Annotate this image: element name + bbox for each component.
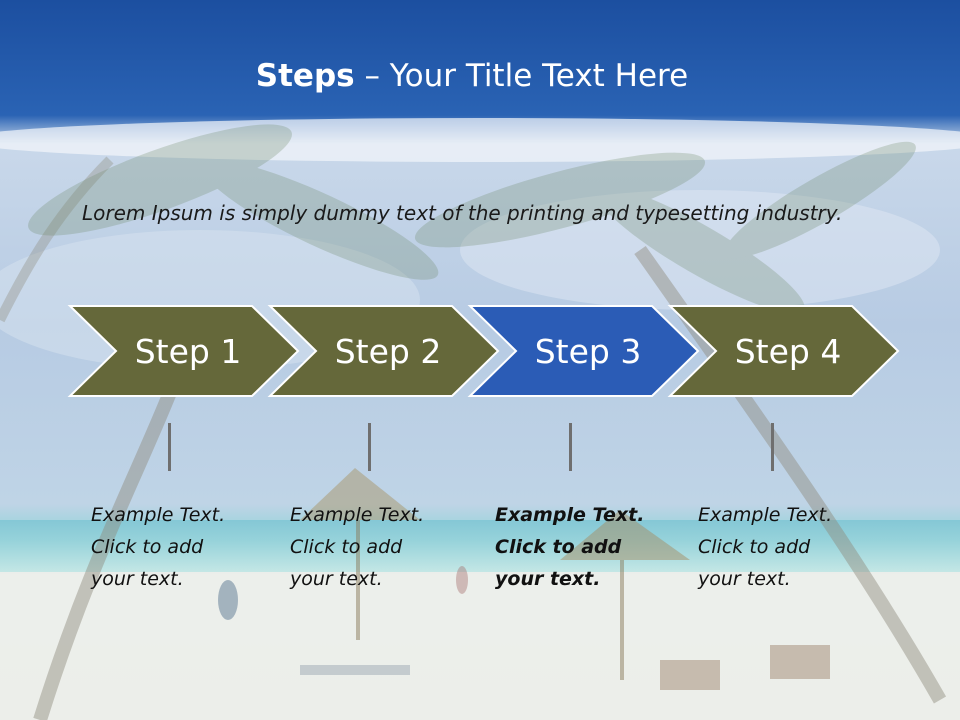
connector-line [368,423,371,471]
step-4-note[interactable]: Example Text. Click to add your text. [698,499,868,595]
step-3-label: Step 3 [535,332,642,371]
step-4-label: Step 4 [735,332,842,371]
note-line: Example Text. [495,504,645,526]
title-bold: Steps [255,58,355,94]
step-2-chevron[interactable] [267,305,500,397]
connector-line [771,423,774,471]
step-3-chevron[interactable] [467,305,700,397]
step-4[interactable]: Step 4 [667,305,900,397]
slide-title: Steps – Your Title Text Here [0,56,944,96]
step-4-chevron[interactable] [667,305,900,397]
note-line: Click to add [290,536,403,558]
step-1[interactable]: Step 1 [67,305,300,397]
note-line: Click to add [698,536,811,558]
connector-line [569,423,572,471]
step-2-note[interactable]: Example Text. Click to add your text. [290,499,460,595]
title-rest: – Your Title Text Here [354,58,689,94]
step-1-note[interactable]: Example Text. Click to add your text. [91,499,261,595]
step-2-label: Step 2 [335,332,442,371]
note-line: your text. [290,568,383,590]
intro-text[interactable]: Lorem Ipsum is simply dummy text of the … [82,201,843,225]
note-line: your text. [698,568,791,590]
note-line: Example Text. [698,504,833,526]
note-line: your text. [495,568,601,590]
note-line: Example Text. [91,504,226,526]
note-line: Example Text. [290,504,425,526]
step-2[interactable]: Step 2 [267,305,500,397]
step-1-chevron[interactable] [67,305,300,397]
note-line: your text. [91,568,184,590]
note-line: Click to add [91,536,204,558]
step-3-note[interactable]: Example Text. Click to add your text. [495,499,665,595]
step-1-label: Step 1 [135,332,242,371]
note-line: Click to add [495,536,622,558]
step-3[interactable]: Step 3 [467,305,700,397]
connector-line [168,423,171,471]
